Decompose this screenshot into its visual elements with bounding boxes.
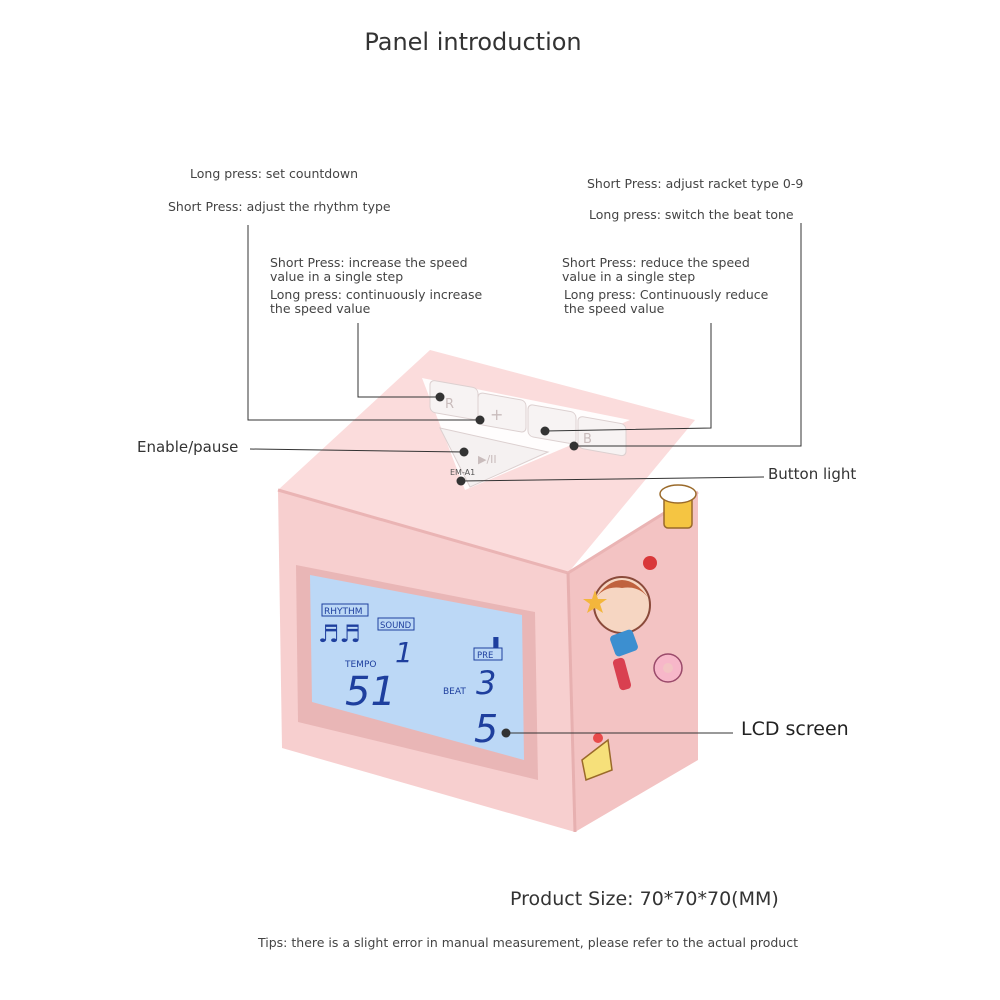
label-button-light: Button light — [768, 465, 857, 483]
leader-dot-lcd — [501, 728, 511, 738]
pre-tag-box — [473, 647, 503, 661]
play-pause-button[interactable] — [439, 427, 550, 488]
leader-line-beat-tone — [574, 223, 802, 447]
pre-tag: PRE — [477, 651, 493, 661]
lcd-screen — [310, 575, 524, 760]
model-label: EM-A1 — [450, 468, 475, 477]
battery-icon: ▮ — [492, 634, 500, 650]
label-short-press-reduce: Short Press: reduce the speed value in a… — [562, 255, 750, 284]
leader-dot-rhythm — [475, 415, 485, 425]
beat-value: 5 — [474, 707, 498, 751]
leader-dot-reduce — [540, 426, 550, 436]
leader-dot-enable — [459, 447, 469, 457]
plus-button[interactable] — [477, 392, 527, 433]
label-short-press-increase: Short Press: increase the speed value in… — [270, 255, 468, 284]
label-long-press-increase: Long press: continuously increase the sp… — [270, 287, 483, 316]
page-title: Panel introduction — [364, 28, 582, 56]
beat-tag: BEAT — [443, 687, 466, 697]
leader-dot-increase — [435, 392, 445, 402]
sticker-donut — [653, 653, 683, 683]
rhythm-tag-box — [321, 603, 369, 617]
label-enable-pause: Enable/pause — [137, 438, 239, 456]
rhythm-notes-icon: ♬♬ — [318, 620, 361, 648]
leader-line-rhythm — [247, 225, 480, 421]
sound-tag-box — [377, 617, 415, 631]
tempo-value: 51 — [345, 669, 396, 715]
leader-dot-beat-tone — [569, 441, 579, 451]
cube-vertical-edge — [566, 572, 577, 833]
label-lcd-screen: LCD screen — [741, 718, 849, 740]
label-short-press-rhythm: Short Press: adjust the rhythm type — [168, 199, 391, 214]
b-button-label: B — [583, 432, 592, 447]
label-long-press-tone: Long press: switch the beat tone — [589, 207, 794, 222]
leader-line-reduce — [544, 323, 712, 432]
r-button-label: R — [445, 397, 454, 412]
tempo-tag: TEMPO — [344, 660, 376, 670]
label-long-press-reduce: Long press: Continuously reduce the spee… — [564, 287, 769, 316]
tips-note: Tips: there is a slight error in manual … — [258, 935, 798, 950]
leader-line-increase — [357, 323, 440, 398]
leader-line-button-light — [460, 476, 765, 482]
sound-tag: SOUND — [380, 621, 412, 631]
sticker-beer-mug — [659, 484, 697, 529]
sticker-cake — [581, 733, 613, 782]
label-short-press-racket: Short Press: adjust racket type 0-9 — [587, 176, 804, 191]
leader-dot-button-light — [456, 476, 466, 486]
minus-button[interactable] — [527, 404, 577, 445]
pre-value: 3 — [476, 664, 496, 702]
sticker-star — [583, 590, 607, 613]
product-size: Product Size: 70*70*70(MM) — [510, 888, 779, 910]
rhythm-tag: RHYTHM — [324, 607, 363, 617]
sticker-girl — [593, 556, 657, 691]
label-long-press-countdown: Long press: set countdown — [190, 166, 358, 181]
leader-line-enable — [249, 448, 465, 453]
sound-value: 1 — [395, 636, 413, 669]
play-button-label: ▶/II — [478, 453, 497, 466]
plus-button-label: + — [490, 405, 503, 424]
